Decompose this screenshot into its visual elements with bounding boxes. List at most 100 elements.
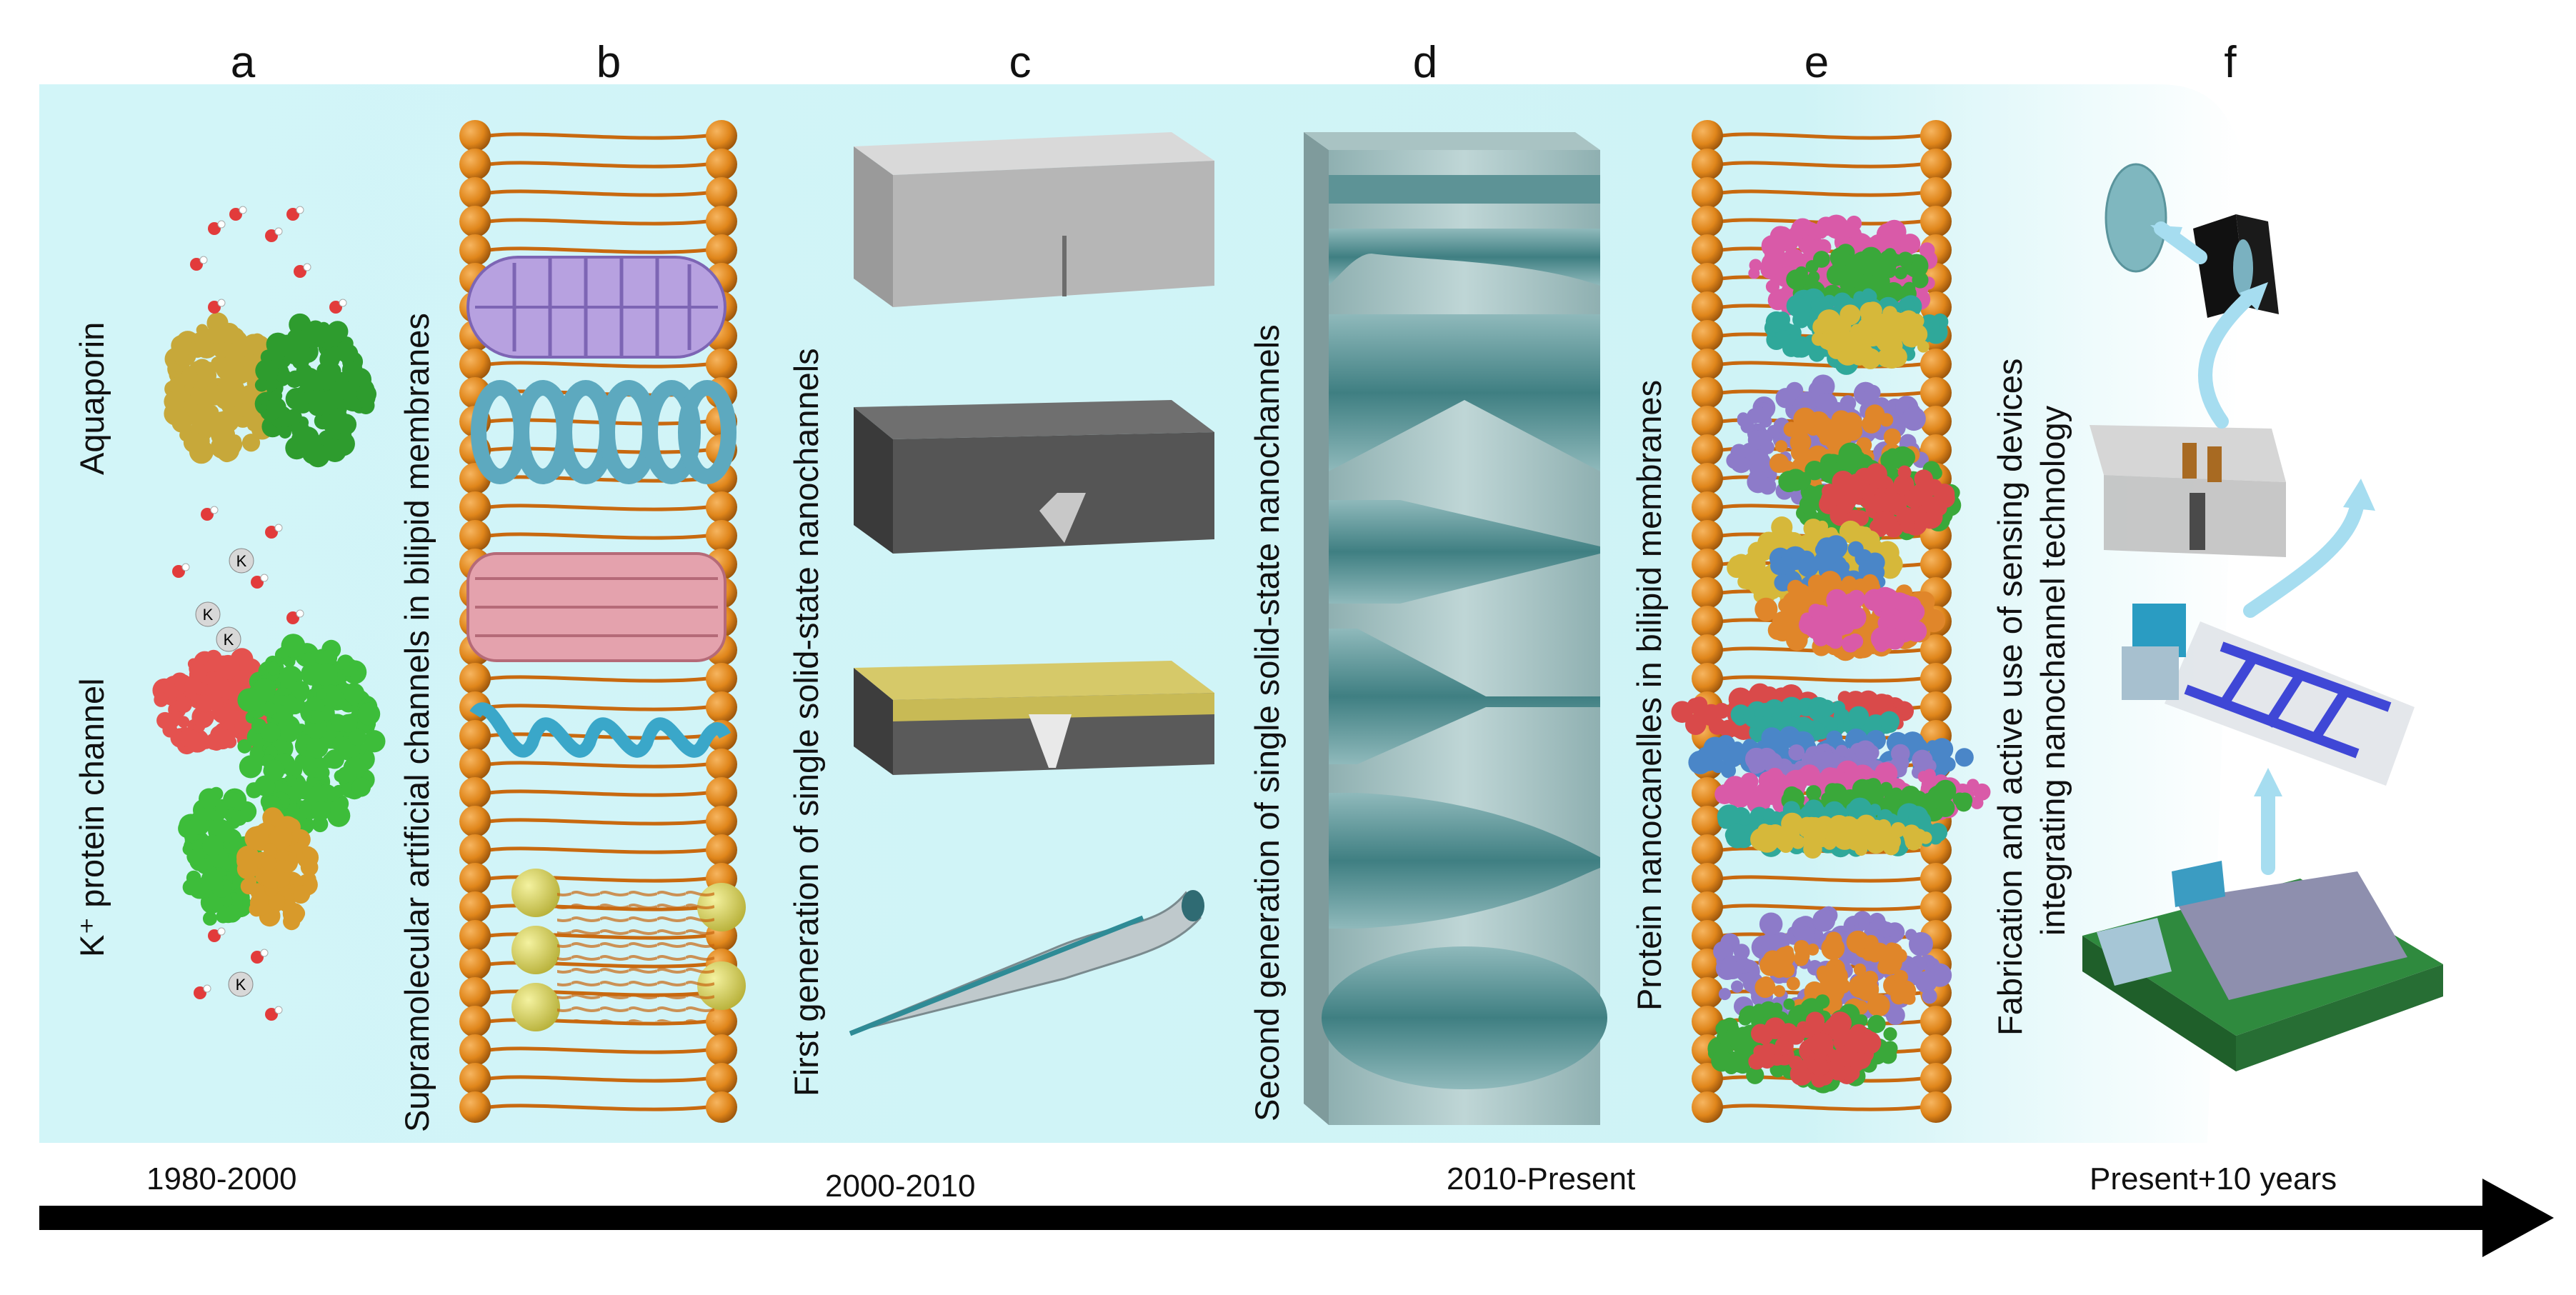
device-assembly <box>2082 163 2443 1071</box>
protein-atom <box>356 384 377 404</box>
protein-atom <box>265 377 279 391</box>
protein-atom <box>1842 412 1862 431</box>
protein-atom <box>1853 963 1867 976</box>
protein-atom <box>1818 699 1835 717</box>
protein-atom <box>1825 607 1838 620</box>
protein-atom <box>1783 998 1795 1010</box>
protein-atom <box>351 777 371 797</box>
protein-atom <box>1837 496 1854 514</box>
panel-e-label: Protein nanocanelles in bilipid membrane… <box>1630 380 1668 1011</box>
protein-atom <box>1783 786 1800 804</box>
protein-atom <box>239 755 262 779</box>
protein-atom <box>1879 413 1894 427</box>
lipid-head <box>706 520 737 551</box>
protein-atom <box>182 879 199 896</box>
protein-atom <box>1933 781 1952 801</box>
lipid-head <box>1692 406 1723 437</box>
water-oxygen <box>265 526 278 539</box>
protein-atom <box>1919 242 1935 259</box>
lipid-head <box>706 349 737 380</box>
protein-atom <box>216 654 240 679</box>
blue-ring-channel <box>471 380 737 484</box>
water-hydrogen <box>303 263 311 271</box>
protein-atom <box>305 717 327 739</box>
water-hydrogen <box>274 227 283 236</box>
lipid-head <box>1920 891 1952 923</box>
lipid-head <box>1920 377 1952 409</box>
protein-atom <box>1791 434 1803 447</box>
lipid-tail <box>489 1046 708 1054</box>
protein-atom <box>1823 321 1835 334</box>
protein-atom <box>1730 980 1744 993</box>
timeline-arrow <box>39 1179 2554 1257</box>
water-oxygen <box>329 301 342 314</box>
water-oxygen <box>286 611 299 624</box>
protein-atom <box>1862 970 1879 987</box>
protein-atom <box>302 846 314 859</box>
protein-atom <box>222 356 235 369</box>
bullet-channel <box>1329 793 1600 929</box>
protein-atom <box>1765 279 1780 294</box>
lipid-tail <box>1721 161 1922 169</box>
protein-atom <box>1827 1016 1842 1032</box>
lipid-head <box>706 120 737 151</box>
protein-atom <box>194 372 211 388</box>
protein-atom <box>1821 752 1841 773</box>
protein-atom <box>276 334 298 357</box>
water-hydrogen <box>260 574 269 582</box>
hourglass-channel-2 <box>1329 314 1600 471</box>
protein-atom <box>266 397 286 417</box>
protein-atom <box>1837 617 1854 635</box>
lipid-tail <box>1721 1104 1922 1111</box>
k-channel-label: K⁺ protein channel <box>73 678 111 957</box>
protein-atom <box>1903 281 1916 294</box>
lipid-tail <box>489 1104 708 1111</box>
lipid-head <box>459 663 491 694</box>
water-oxygen <box>251 951 264 964</box>
protein-atom <box>1727 823 1745 841</box>
lipid-head <box>459 720 491 751</box>
protein-atom <box>296 346 314 364</box>
protein-atom <box>1749 259 1762 272</box>
protein-atom <box>1822 835 1837 850</box>
lipid-head <box>1692 377 1723 409</box>
protein-atom <box>1859 526 1872 539</box>
protein-atom <box>1869 494 1888 513</box>
water-oxygen <box>286 208 299 221</box>
aquaporin-protein <box>164 312 377 468</box>
protein-atom <box>1779 961 1795 978</box>
protein-atom <box>213 706 230 724</box>
lipid-head <box>1692 1091 1723 1123</box>
protein-atom <box>1742 551 1766 576</box>
protein-atom <box>1771 516 1793 539</box>
water-oxygen <box>229 208 242 221</box>
protein-atom <box>1908 931 1933 956</box>
protein-atom <box>1732 1028 1748 1044</box>
protein-atom <box>1762 1043 1777 1057</box>
protein-atom <box>1824 783 1841 799</box>
protein-atom <box>195 653 209 666</box>
period-1980-2000: 1980-2000 <box>146 1161 296 1196</box>
protein-atom <box>1864 384 1881 401</box>
water-hydrogen <box>274 1006 283 1014</box>
water-oxygen <box>251 576 264 589</box>
lipid-head <box>1692 977 1723 1009</box>
protein-atom <box>1812 630 1829 646</box>
lipid-head <box>459 1063 491 1094</box>
protein-atom <box>164 391 185 412</box>
protein-atom <box>192 415 211 434</box>
protein-atom <box>1851 251 1874 275</box>
protein-atom <box>1755 600 1777 621</box>
protein-atom <box>315 688 328 700</box>
lipid-tail <box>489 761 708 769</box>
protein-atom <box>321 649 338 666</box>
protein-atom <box>1912 271 1929 289</box>
protein-atom <box>1761 252 1784 275</box>
water-oxygen <box>172 565 185 578</box>
lipid-tail <box>1721 675 1922 683</box>
protein-atom <box>1722 776 1747 801</box>
protein-atom <box>1786 976 1800 991</box>
protein-atom <box>1899 234 1921 254</box>
protein-atom <box>224 906 241 923</box>
